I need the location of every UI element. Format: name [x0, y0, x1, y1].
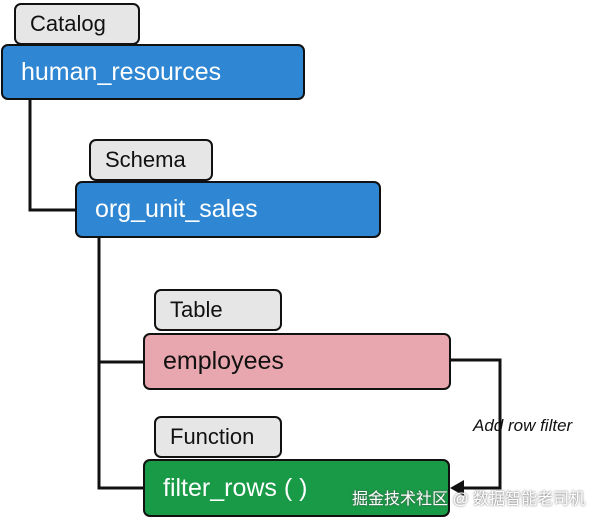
- row-filter-arrowhead: [450, 480, 464, 496]
- catalog-schema-connector: [28, 98, 76, 212]
- catalog-box: human_resources: [1, 44, 305, 100]
- function-tag-label: Function: [170, 424, 255, 449]
- function-name: filter_rows ( ): [163, 473, 308, 502]
- schema-box: org_unit_sales: [75, 181, 381, 238]
- schema-tag-label: Schema: [105, 147, 186, 172]
- table-tag-label: Table: [170, 297, 223, 322]
- table-name: employees: [163, 347, 284, 375]
- schema-function-connector: [97, 362, 144, 490]
- function-tag: Function: [154, 416, 282, 458]
- add-row-filter-label: Add row filter: [473, 416, 573, 435]
- row-filter-arrow-line: [449, 358, 502, 490]
- schema-name: org_unit_sales: [95, 195, 258, 223]
- table-tag: Table: [154, 289, 282, 331]
- schema-table-connector: [97, 237, 144, 364]
- catalog-tag-label: Catalog: [30, 11, 106, 36]
- catalog-tag: Catalog: [14, 3, 140, 45]
- watermark: 掘金技术社区 @ 数据智能老司机: [352, 491, 586, 508]
- catalog-name: human_resources: [21, 57, 222, 86]
- table-box: employees: [143, 333, 451, 390]
- schema-tag: Schema: [89, 139, 213, 181]
- function-box: filter_rows ( ): [143, 459, 450, 517]
